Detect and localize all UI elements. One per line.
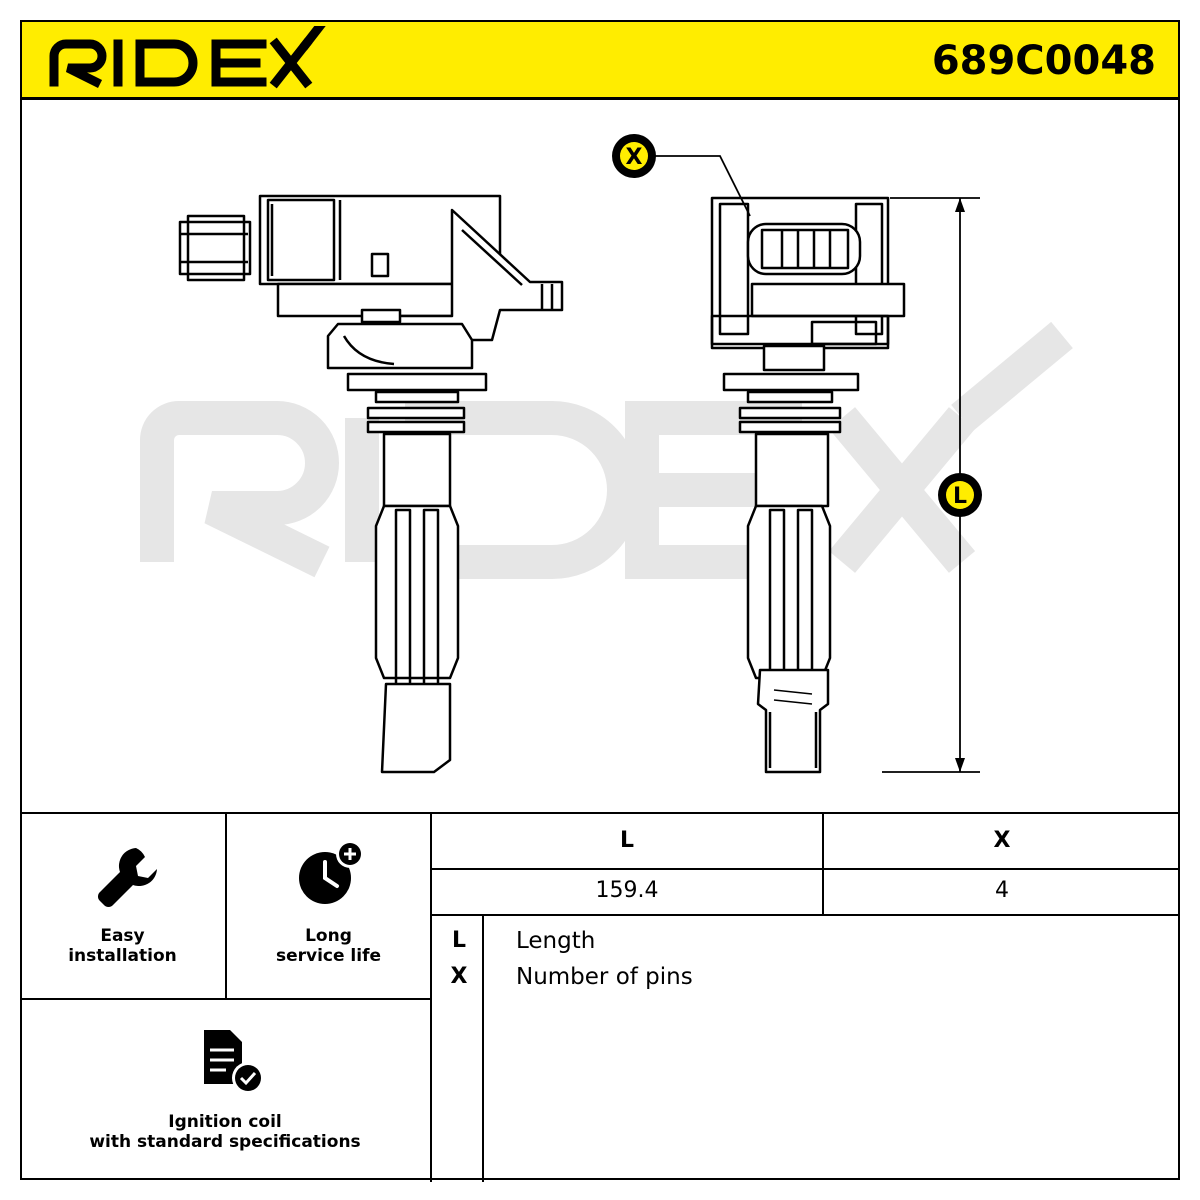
legend-key: X bbox=[450, 964, 468, 989]
feature-standard-specifications: Ignition coil with standard specificatio… bbox=[20, 1000, 430, 1182]
coil-front-view bbox=[710, 196, 906, 774]
part-number: 689C0048 bbox=[931, 38, 1156, 84]
header-bar: 689C0048 bbox=[20, 19, 1180, 100]
divider bbox=[225, 814, 227, 998]
legend: L Length X Number of pins bbox=[432, 916, 1180, 1182]
outer-frame bbox=[20, 20, 1180, 1180]
document-check-icon bbox=[204, 1030, 264, 1094]
wrench-icon bbox=[97, 848, 157, 908]
brand-logo bbox=[44, 19, 334, 100]
spec-value-l: 159.4 bbox=[595, 878, 659, 903]
spec-header-x: X bbox=[993, 828, 1011, 853]
l-dimension: L bbox=[882, 197, 982, 773]
x-callout: X bbox=[612, 134, 751, 217]
divider bbox=[482, 916, 484, 1182]
ridex-logo-svg bbox=[49, 19, 327, 89]
feature-label-line2: with standard specifications bbox=[89, 1132, 361, 1152]
feature-label-line1: Easy bbox=[100, 926, 145, 946]
divider bbox=[431, 914, 1180, 916]
technical-drawing: X L bbox=[22, 100, 1178, 812]
divider bbox=[20, 998, 431, 1000]
legend-description: Number of pins bbox=[516, 964, 693, 990]
legend-key: L bbox=[451, 928, 467, 953]
spec-header-l: L bbox=[619, 828, 635, 853]
divider bbox=[431, 868, 1180, 870]
feature-label-line1: Long bbox=[305, 926, 352, 946]
feature-easy-installation: Easy installation bbox=[20, 814, 225, 998]
feature-label-line2: service life bbox=[275, 946, 382, 966]
legend-description: Length bbox=[516, 928, 596, 954]
divider bbox=[822, 814, 824, 915]
spec-value-x: 4 bbox=[995, 878, 1009, 903]
drawing-svg: X L bbox=[140, 134, 1073, 774]
x-callout-label: X bbox=[626, 145, 643, 170]
ridex-watermark bbox=[140, 321, 1073, 579]
feature-label-line2: installation bbox=[68, 946, 177, 966]
coil-side-view bbox=[178, 194, 564, 774]
bottom-section: Easy installation Long service life Igni… bbox=[20, 812, 1180, 1182]
divider bbox=[430, 814, 432, 1182]
feature-label-line1: Ignition coil bbox=[168, 1112, 282, 1132]
feature-long-service-life: Long service life bbox=[227, 814, 430, 998]
clock-plus-icon bbox=[299, 840, 364, 904]
l-callout-label: L bbox=[953, 484, 967, 509]
